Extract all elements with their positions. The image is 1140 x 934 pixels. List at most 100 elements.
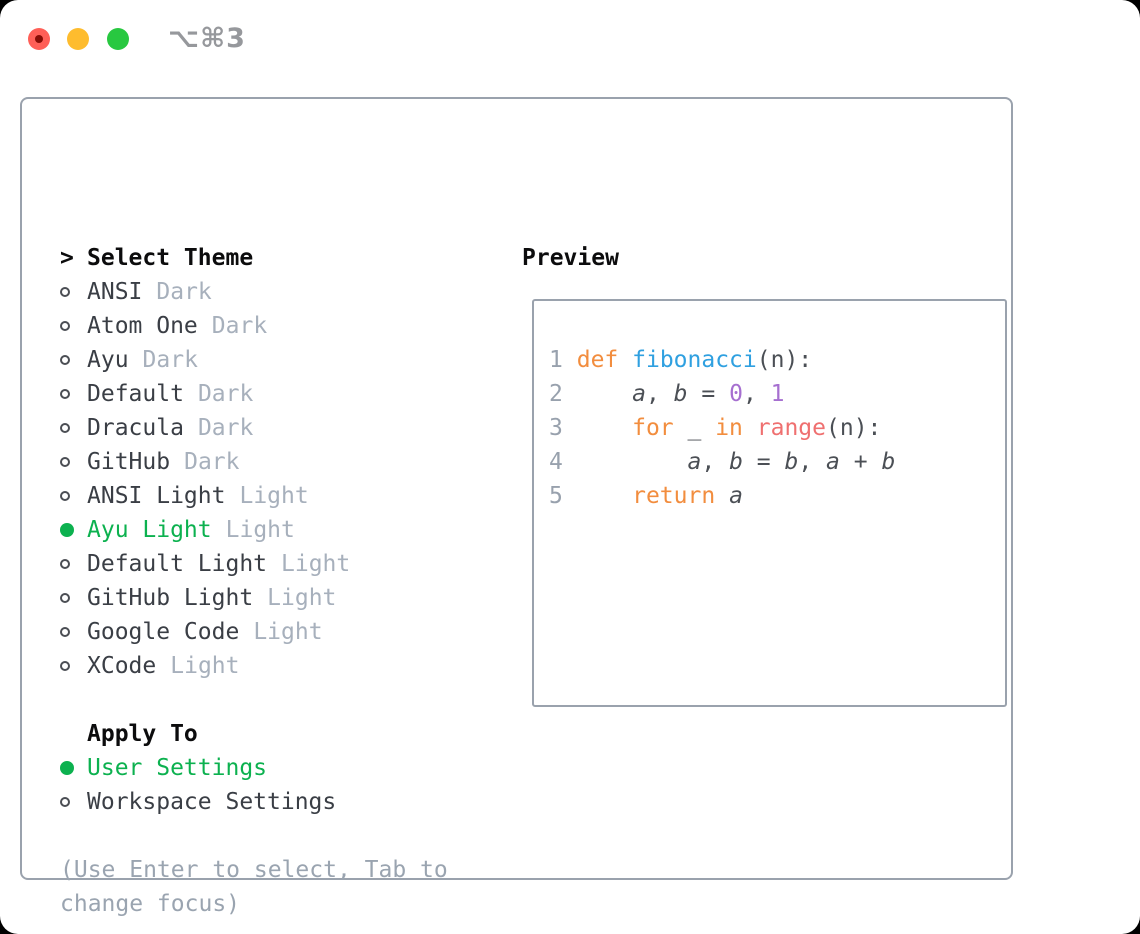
radio-circle-icon xyxy=(60,661,70,671)
theme-variant-badge: Dark xyxy=(211,313,268,339)
code-segment-plain: = xyxy=(687,381,730,407)
radio-marker xyxy=(60,423,87,433)
radio-marker xyxy=(60,355,87,365)
theme-option-ansi[interactable]: ANSI Dark xyxy=(60,275,448,309)
radio-marker xyxy=(60,593,87,603)
radio-circle-icon xyxy=(60,287,70,297)
radio-circle-icon xyxy=(60,389,70,399)
theme-picker-header: > Select Theme xyxy=(60,241,448,275)
code-segment-plain: , xyxy=(742,381,771,407)
blank-line xyxy=(549,513,895,547)
close-button[interactable] xyxy=(28,28,50,50)
theme-name: GitHub Light xyxy=(87,585,254,611)
theme-variant-badge: Dark xyxy=(156,279,212,305)
code-segment-plain: _ xyxy=(673,415,716,441)
prompt-marker: > xyxy=(60,245,87,271)
radio-marker xyxy=(60,661,87,671)
apply-option-user-settings[interactable]: User Settings xyxy=(60,751,448,785)
radio-circle-icon xyxy=(60,457,70,467)
radio-filled-icon xyxy=(60,761,74,775)
code-segment-plain: + xyxy=(839,449,882,475)
keyboard-shortcut-label: ⌥⌘3 xyxy=(168,23,246,54)
apply-to-header: Apply To xyxy=(60,717,448,751)
radio-circle-icon xyxy=(60,491,70,501)
code-segment-plain xyxy=(577,483,632,509)
code-segment-keyword: def xyxy=(576,347,619,373)
apply-option-workspace-settings[interactable]: Workspace Settings xyxy=(60,785,448,819)
radio-marker xyxy=(60,321,87,331)
minimize-button[interactable] xyxy=(67,28,89,50)
theme-option-google-code[interactable]: Google Code Light xyxy=(60,615,448,649)
radio-circle-icon xyxy=(60,797,70,807)
radio-filled-icon xyxy=(60,523,74,537)
line-number: 5 xyxy=(549,483,563,509)
line-number: 4 xyxy=(549,449,563,475)
apply-option-label: User Settings xyxy=(87,755,268,781)
theme-name: XCode xyxy=(87,653,157,679)
line-number: 2 xyxy=(549,381,563,407)
code-segment-plain: , xyxy=(701,449,730,475)
theme-variant-badge: Dark xyxy=(197,381,254,407)
code-segment-number: 0 xyxy=(729,381,743,407)
code-segment-plain: (n): xyxy=(756,347,813,373)
code-line: 1 def fibonacci(n): xyxy=(549,343,895,377)
theme-variant-badge: Dark xyxy=(184,449,240,475)
code-segment-variable: a xyxy=(687,449,702,475)
code-segment-keyword: for xyxy=(632,415,674,441)
radio-circle-icon xyxy=(60,321,70,331)
theme-name: Google Code xyxy=(87,619,240,645)
code-line: 5 return a xyxy=(549,479,895,513)
radio-circle-icon xyxy=(60,355,70,365)
apply-to-title: Apply To xyxy=(87,721,198,747)
theme-name: Ayu xyxy=(87,347,129,373)
code-preview: 1 def fibonacci(n): 2 a, b = 0, 1 3 for _ … xyxy=(549,343,895,547)
theme-variant-badge: Dark xyxy=(142,347,198,373)
close-dot-icon xyxy=(35,35,43,43)
theme-name: GitHub xyxy=(87,449,171,475)
line-number: 1 xyxy=(549,347,563,373)
code-segment-plain xyxy=(577,415,632,441)
radio-circle-icon xyxy=(60,627,70,637)
code-line: 4 a, b = b, a + b xyxy=(549,445,895,479)
theme-name: ANSI Light xyxy=(87,483,226,509)
code-segment-plain: , xyxy=(798,449,827,475)
zoom-button[interactable] xyxy=(107,28,129,50)
code-line: 3 for _ in range(n): xyxy=(549,411,895,445)
code-segment-variable: b xyxy=(784,449,799,475)
list-spacer xyxy=(60,683,448,717)
hint-spacer xyxy=(60,819,448,853)
theme-option-github[interactable]: GitHub Dark xyxy=(60,445,448,479)
radio-marker xyxy=(60,287,87,297)
code-segment-variable: b xyxy=(729,449,743,475)
gutter-gap xyxy=(563,381,577,407)
gutter-gap xyxy=(563,449,577,475)
code-segment-variable: a xyxy=(826,449,840,475)
apply-option-label: Workspace Settings xyxy=(87,789,337,815)
code-segment-variable: a xyxy=(729,483,743,509)
theme-variant-badge: Dark xyxy=(197,415,254,441)
preview-box: 1 def fibonacci(n): 2 a, b = 0, 1 3 for _ … xyxy=(532,299,1007,707)
prompt-icon: > xyxy=(60,245,74,271)
theme-option-ayu[interactable]: Ayu Dark xyxy=(60,343,448,377)
hint-text-line-2: change focus) xyxy=(60,891,241,917)
radio-marker xyxy=(60,457,87,467)
gutter-gap xyxy=(563,415,577,441)
radio-selected-marker xyxy=(60,761,87,775)
code-segment-plain xyxy=(577,449,688,475)
theme-variant-badge: Light xyxy=(253,619,323,645)
gutter-gap xyxy=(563,347,577,373)
theme-name: ANSI xyxy=(87,279,143,305)
preview-title: Preview xyxy=(522,245,619,271)
